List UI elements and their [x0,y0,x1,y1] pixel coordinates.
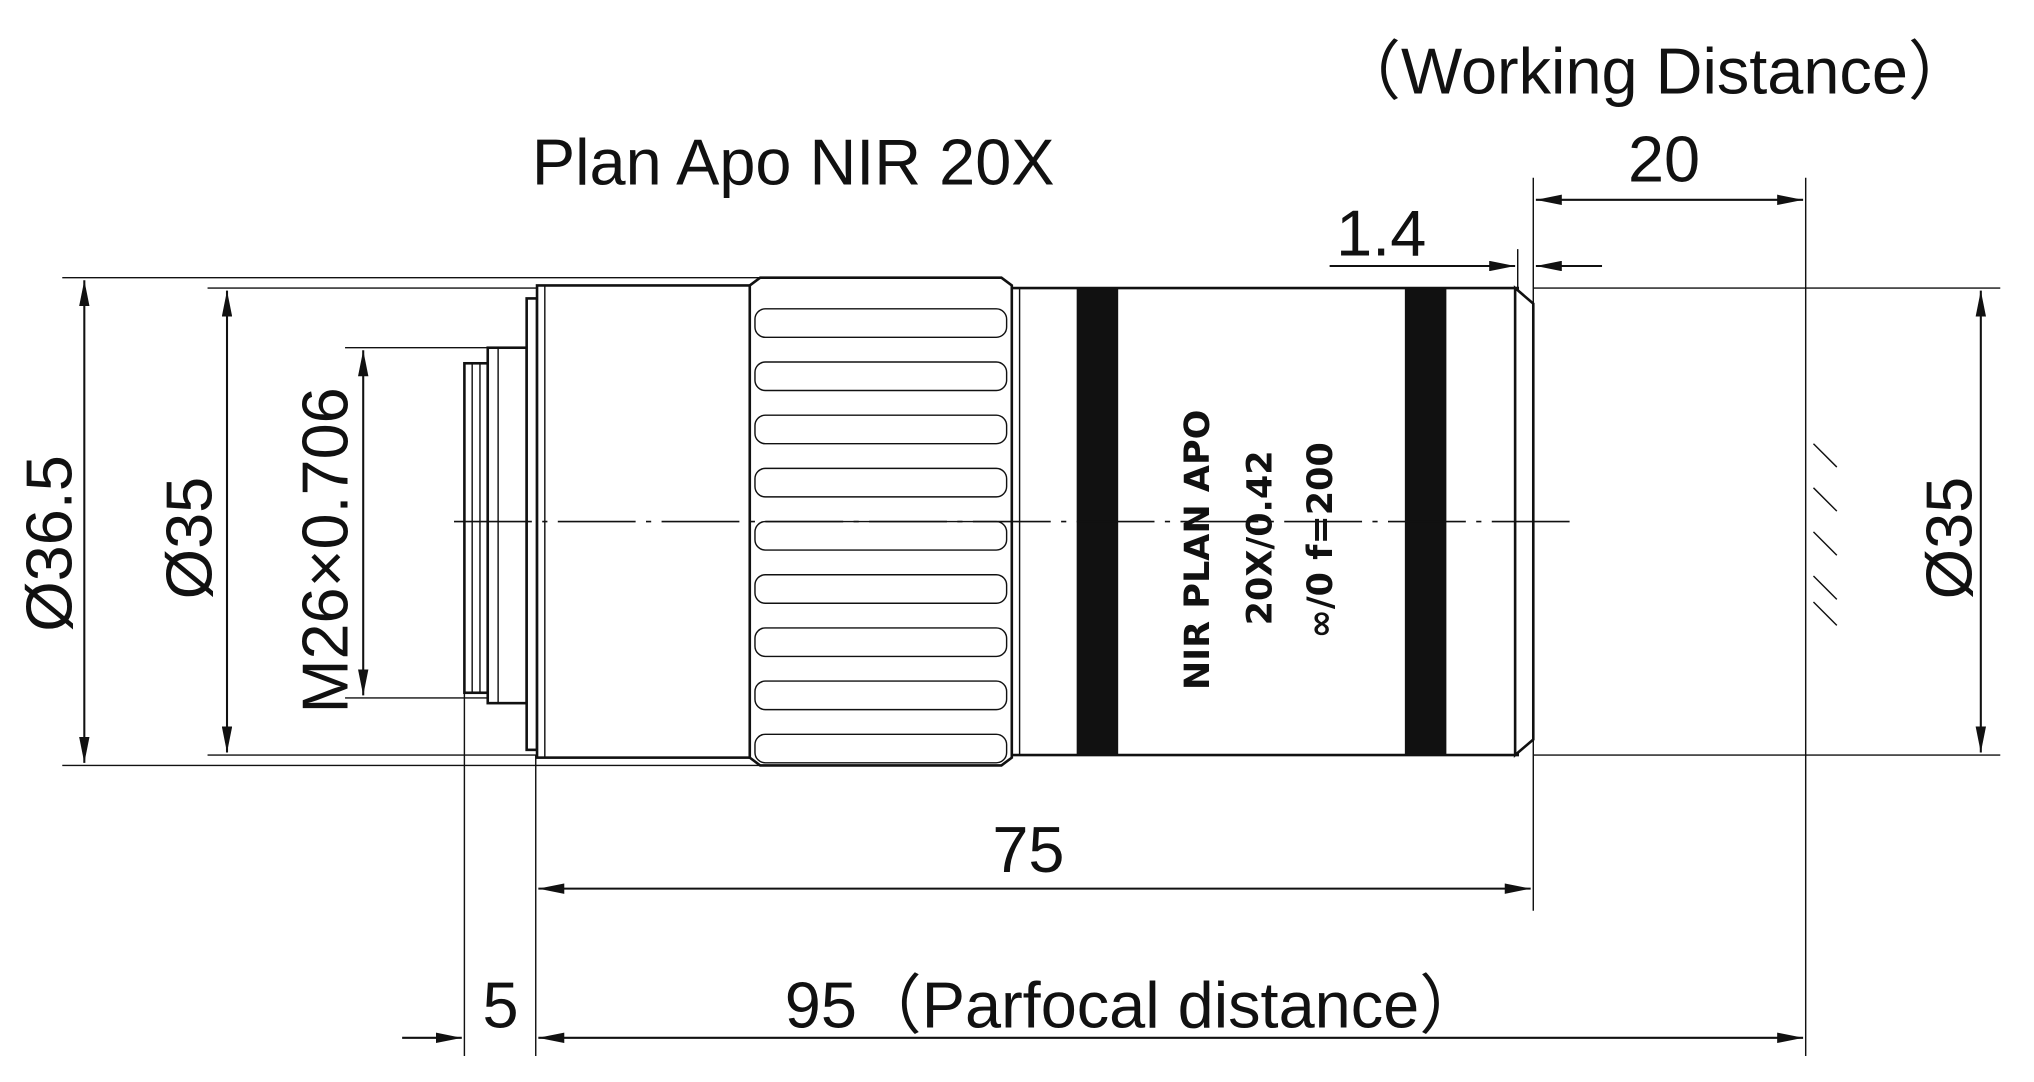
thread-mount [463,297,539,752]
working-distance-label: （Working Distance） [1336,34,1973,107]
focus-plane-hatch [1812,443,1838,626]
drawing-title: Plan Apo NIR 20X [532,125,1055,198]
dim-parfocal: 95（Parfocal distance） [785,968,1484,1041]
dim-cover: 1.4 [1336,197,1426,270]
engraving: NIR PLAN APO 20X/0.42 ∞/0 f=200 [1177,410,1341,691]
engraving-line2: 20X/0.42 [1239,450,1280,625]
knurl-groove [754,308,1008,339]
dim-outer-diameter: Ø36.5 [12,455,85,632]
dim-thread-length: 5 [483,968,519,1041]
engraving-line1: NIR PLAN APO [1177,410,1218,691]
knurl-groove [754,733,1008,764]
dim-thread: M26×0.706 [289,387,362,713]
knurled-grip [754,308,1008,764]
dim-working-distance: 20 [1628,123,1700,196]
dim-body-diameter-left: Ø35 [152,477,225,600]
knurl-groove [754,361,1008,392]
knurl-groove [754,467,1008,498]
dimension-lines [79,194,1987,1044]
engraving-line3: ∞/0 f=200 [1300,442,1341,638]
knurl-groove [754,680,1008,711]
dim-length: 75 [992,813,1064,886]
dim-body-diameter-right: Ø35 [1913,477,1986,600]
knurl-groove [754,574,1008,604]
extension-lines [62,177,2001,1056]
knurl-groove [754,627,1008,658]
knurl-groove [754,414,1008,445]
